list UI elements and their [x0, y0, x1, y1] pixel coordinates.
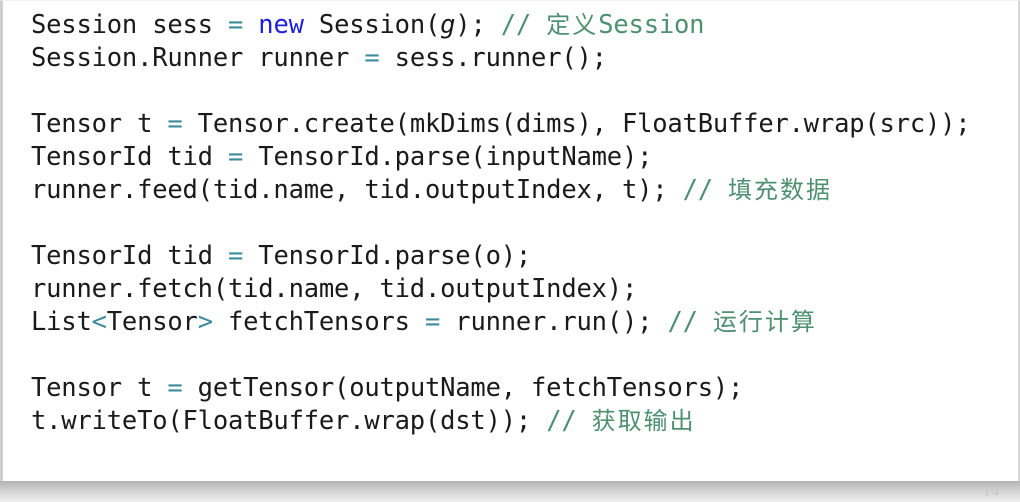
- code-block: Session sess = new Session(g); // 定义Sess…: [31, 9, 1011, 438]
- code-token: List: [31, 307, 92, 337]
- code-token: =: [227, 241, 244, 271]
- code-token: runner.run();: [440, 307, 668, 337]
- code-token: Tensor.create(mkDims(dims), FloatBuffer.…: [182, 109, 971, 139]
- code-line: runner.feed(tid.name, tid.outputIndex, t…: [31, 174, 1011, 207]
- code-token: Session sess: [31, 10, 228, 40]
- code-token: );: [455, 10, 501, 40]
- code-token: fetchTensors: [212, 307, 425, 337]
- code-token: runner.feed(tid.name, tid.outputIndex, t…: [31, 175, 683, 205]
- code-token: 定义: [546, 11, 599, 39]
- code-line: Session.Runner runner = sess.runner();: [31, 42, 1011, 75]
- code-line: runner.fetch(tid.name, tid.outputIndex);: [31, 273, 1011, 306]
- code-token: //: [667, 307, 713, 337]
- code-token: =: [364, 43, 380, 73]
- code-token: TensorId tid: [31, 142, 228, 172]
- code-line-blank: [31, 75, 1011, 108]
- code-token: runner.fetch(tid.name, tid.outputIndex);: [31, 274, 638, 304]
- code-token: =: [227, 142, 244, 172]
- code-token: Tensor t: [31, 373, 168, 403]
- code-token: =: [424, 307, 441, 337]
- code-token: //: [500, 10, 547, 40]
- code-token: Tensor t: [31, 109, 168, 139]
- code-line-blank: [31, 207, 1011, 240]
- code-token: //: [682, 175, 729, 205]
- code-line: Tensor t = getTensor(outputName, fetchTe…: [31, 372, 1011, 405]
- code-line: TensorId tid = TensorId.parse(o);: [31, 240, 1011, 273]
- code-token: =: [167, 109, 183, 139]
- code-token: Session: [598, 10, 705, 40]
- code-token: >: [197, 307, 213, 337]
- code-line: Session sess = new Session(g); // 定义Sess…: [31, 9, 1011, 42]
- code-token: sess.runner();: [379, 43, 607, 73]
- code-token: t.writeTo(FloatBuffer.wrap(dst));: [31, 406, 547, 436]
- slide-bottom-bar: [0, 481, 1020, 502]
- code-line: List<Tensor> fetchTensors = runner.run()…: [31, 306, 1011, 339]
- code-line: TensorId tid = TensorId.parse(inputName)…: [31, 141, 1011, 174]
- code-token: TensorId.parse(o);: [243, 241, 532, 271]
- code-token: =: [167, 373, 183, 403]
- code-token: g: [440, 10, 456, 40]
- code-token: Session.Runner runner: [31, 43, 365, 73]
- code-token: [243, 10, 258, 40]
- code-line-blank: [31, 339, 1011, 372]
- code-token: TensorId.parse(inputName);: [243, 142, 653, 172]
- page-number: 14: [983, 484, 1000, 500]
- code-token: TensorId tid: [31, 241, 228, 271]
- code-token: 填充数据: [728, 176, 833, 204]
- code-token: getTensor(outputName, fetchTensors);: [182, 373, 744, 403]
- code-token: 获取输出: [591, 407, 696, 435]
- code-token: Tensor: [106, 307, 198, 337]
- code-line: t.writeTo(FloatBuffer.wrap(dst)); // 获取输…: [31, 405, 1011, 438]
- code-token: =: [227, 10, 244, 40]
- code-token: 运行计算: [712, 308, 817, 336]
- code-token: //: [546, 406, 592, 436]
- code-line: Tensor t = Tensor.create(mkDims(dims), F…: [31, 108, 1011, 141]
- code-token: new: [258, 10, 304, 40]
- slide-canvas: Session sess = new Session(g); // 定义Sess…: [0, 0, 1020, 481]
- code-token: <: [91, 307, 107, 337]
- code-token: Session(: [303, 10, 441, 40]
